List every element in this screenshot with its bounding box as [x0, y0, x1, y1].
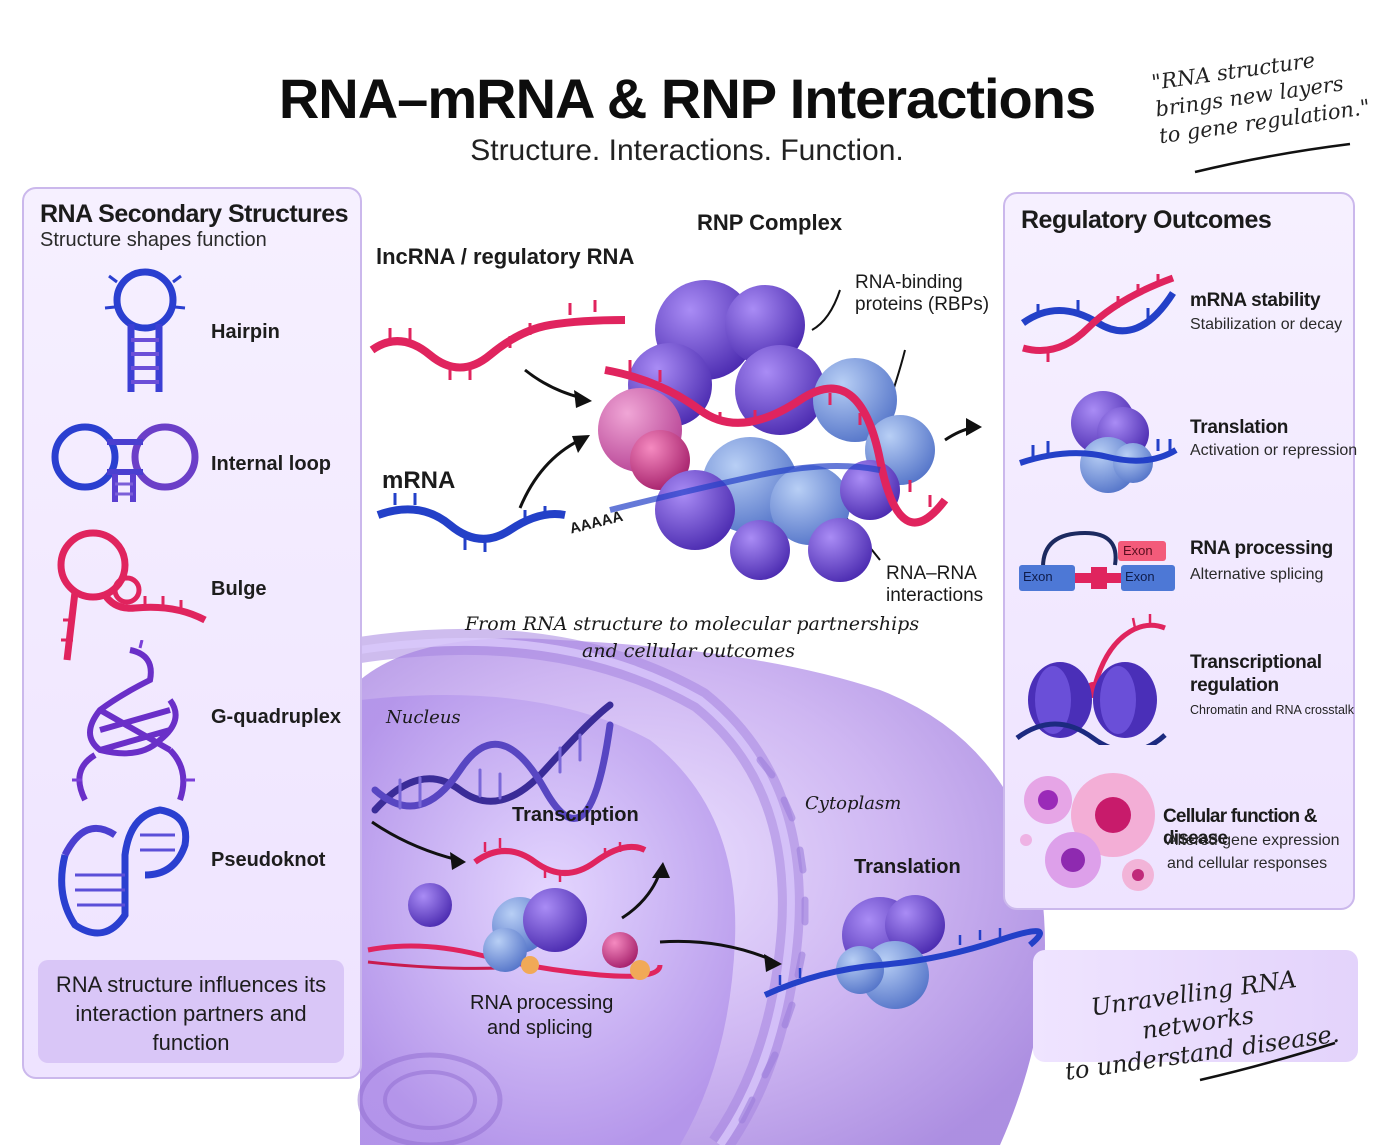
- lncrna-label: lncRNA / regulatory RNA: [376, 244, 635, 269]
- mrna-label: mRNA: [382, 467, 456, 494]
- outcome-sub-disease-line2: and cellular responses: [1167, 855, 1328, 872]
- cytoplasm-label: Cytoplasm: [805, 793, 902, 814]
- pseudoknot-icon: [58, 806, 190, 937]
- outcome-sub-disease-line1: Altered gene expression: [1167, 832, 1340, 849]
- cells-disease-icon: [1020, 773, 1155, 891]
- quote-underline: [1194, 142, 1351, 174]
- footer-note-box: [1033, 950, 1358, 1062]
- g-quadruplex-icon: [72, 640, 195, 802]
- exon-label-2: Exon: [1125, 569, 1155, 584]
- rbp-label: RNA-binding proteins (RBPs): [855, 272, 995, 316]
- outcome-title-disease: Cellular function & disease: [1163, 806, 1318, 849]
- hairpin-icon: [104, 268, 186, 392]
- translation-label: Translation: [854, 856, 961, 878]
- left-panel-callout: RNA structure influences its interaction…: [38, 960, 344, 1063]
- processing-label-line2: and splicing: [487, 1017, 593, 1039]
- center-caption-line1: From RNA structure to molecular partners…: [465, 613, 920, 635]
- outcome-title-regulation: regulation: [1190, 675, 1279, 696]
- rnp-complex-diagram: [369, 280, 982, 582]
- rna-rna-label: RNA–RNA interactions: [886, 563, 984, 606]
- right-panel-title: Regulatory Outcomes: [1021, 206, 1272, 234]
- left-panel-subtitle: Structure shapes function: [40, 229, 267, 251]
- outcome-title-stability: mRNA stability: [1190, 290, 1321, 311]
- center-caption-line2: and cellular outcomes: [582, 640, 795, 662]
- outcome-title-processing: RNA processing: [1190, 538, 1333, 559]
- structure-label-hairpin: Hairpin: [211, 321, 280, 343]
- rnp-complex-title: RNP Complex: [697, 210, 843, 235]
- nucleus-label: Nucleus: [386, 707, 461, 728]
- structure-label-internal-loop: Internal loop: [211, 453, 331, 475]
- page-title: RNA–mRNA & RNP Interactions: [278, 67, 1096, 130]
- splicing-outcome-icon: [1019, 530, 1175, 591]
- outcome-sub-stability: Stabilization or decay: [1190, 316, 1343, 333]
- outcome-title-translation: Translation: [1190, 417, 1289, 438]
- exon-label-1: Exon: [1023, 569, 1053, 584]
- outcome-title-transcriptional: Transcriptional: [1190, 652, 1322, 673]
- processing-label-line1: RNA processing: [470, 992, 614, 1014]
- exon-label-3: Exon: [1123, 543, 1153, 558]
- transcription-label: Transcription: [512, 804, 639, 826]
- structure-label-g-quadruplex: G-quadruplex: [211, 706, 342, 728]
- footer-note-underline: [1199, 1041, 1336, 1082]
- chromatin-icon: [1015, 614, 1167, 745]
- left-panel-title: RNA Secondary Structures: [40, 200, 349, 228]
- structure-label-pseudoknot: Pseudoknot: [211, 849, 326, 871]
- outcome-sub-translation: Activation or repression: [1190, 442, 1358, 459]
- rbp-label-text: RNA-binding proteins (RBPs): [855, 272, 990, 315]
- mrna-stability-icon: [1020, 274, 1176, 362]
- page-subtitle: Structure. Interactions. Function.: [470, 134, 904, 167]
- outcome-sub-processing: Alternative splicing: [1190, 566, 1324, 583]
- internal-loop-icon: [51, 423, 199, 502]
- outcome-sub-transcriptional: Chromatin and RNA crosstalk: [1190, 703, 1354, 717]
- translation-outcome-icon: [1019, 391, 1178, 493]
- structure-label-bulge: Bulge: [211, 578, 267, 600]
- bulge-icon: [57, 529, 207, 661]
